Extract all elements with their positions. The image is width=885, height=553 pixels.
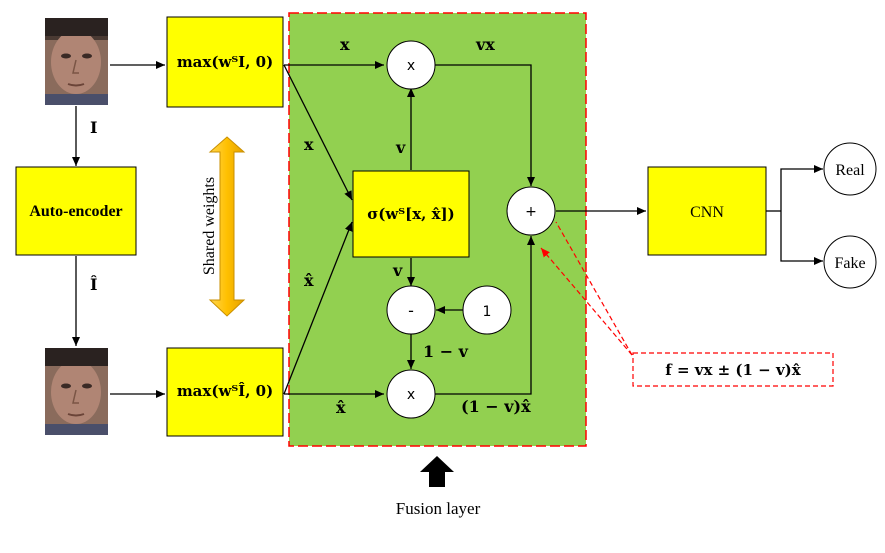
arrow-weighted-xhat-to-add [435, 236, 535, 395]
input-face-image [45, 18, 108, 105]
label-v-down: v [392, 261, 403, 280]
arrow-cnn-to-fake [780, 211, 823, 265]
arrow-xhat-to-gate [283, 221, 353, 395]
multiply-bottom-symbol: x [407, 387, 415, 403]
label-x-diag: x [304, 135, 314, 154]
fusion-layer-label: Fusion layer [396, 499, 481, 518]
autoencoder-box [15, 166, 137, 256]
arrow-vx-to-add [435, 64, 535, 186]
cnn-label: CNN [690, 204, 724, 221]
relu-bottom-box [166, 347, 284, 437]
formula-label: f = vx ± (1 − v)x̂ [665, 361, 801, 379]
label-v-up: v [395, 138, 406, 157]
reconstructed-face-image [45, 348, 108, 435]
formula-callout-line-1 [555, 221, 633, 356]
gate-label: σ(wᵀ[x, x̂]) [367, 205, 455, 223]
subtract-symbol: - [408, 301, 414, 320]
fusion-layer-pointer-arrow [420, 456, 454, 487]
label-xhat-diag: x̂ [304, 271, 314, 290]
cnn-box [647, 166, 767, 256]
arrow-x-to-gate [283, 64, 353, 201]
autoencoder-label: Auto-encoder [29, 203, 122, 220]
real-output-node [823, 142, 877, 196]
relu-top-box [166, 16, 284, 108]
relu-bottom-label: max(wᵀÎ, 0) [177, 382, 273, 400]
label-x-top: x [340, 35, 350, 54]
label-xhat-bottom: x̂ [336, 398, 346, 417]
fake-output-label: Fake [834, 255, 865, 272]
add-symbol: + [525, 204, 537, 220]
constant-one-symbol: 1 [483, 304, 492, 320]
label-I-hat: Î [90, 274, 97, 294]
gate-box [352, 170, 470, 258]
label-vx: vx [475, 35, 495, 54]
fake-output-node [823, 235, 877, 289]
multiply-top-symbol: x [407, 58, 415, 74]
relu-top-label: max(wᵀI, 0) [177, 53, 273, 71]
shared-weights-arrow [208, 136, 246, 317]
real-output-label: Real [835, 162, 865, 179]
formula-box [632, 352, 834, 387]
label-one-minus-v-xhat: (1 − v)x̂ [461, 397, 531, 416]
arrow-cnn-to-real [780, 165, 823, 211]
label-I: I [90, 118, 97, 137]
add-node [506, 186, 556, 236]
shared-weights-label: Shared weights [201, 177, 218, 275]
label-one-minus-v: 1 − v [423, 342, 469, 361]
